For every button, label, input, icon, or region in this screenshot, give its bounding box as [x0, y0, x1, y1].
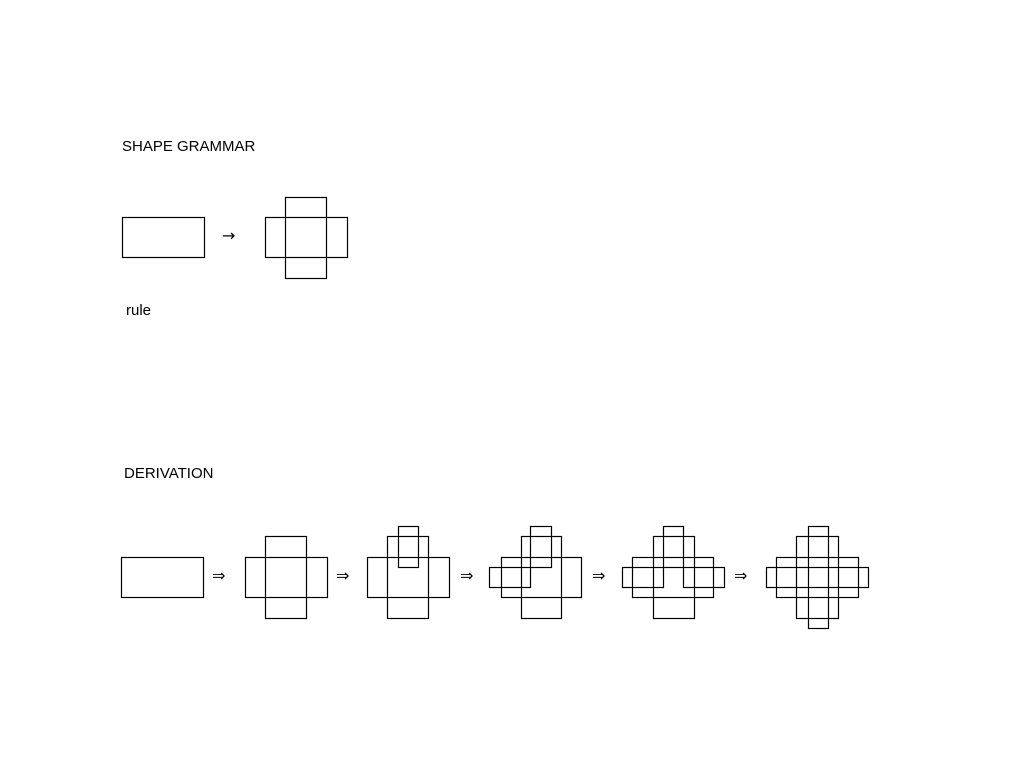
rectangle	[775, 556, 860, 599]
derivation-arrow-icon: ⇒	[212, 566, 225, 585]
rule-arrow-icon: →	[222, 226, 235, 245]
rectangle	[244, 556, 329, 599]
shape-grammar-title: SHAPE GRAMMAR	[122, 138, 256, 155]
derivation-step-6	[765, 525, 870, 630]
rectangle	[488, 566, 532, 589]
rectangle	[264, 216, 349, 259]
rectangle	[121, 216, 206, 259]
rectangle	[500, 556, 583, 599]
derivation-step-5	[621, 525, 726, 620]
rectangle	[765, 566, 870, 589]
rectangle	[264, 535, 308, 620]
rectangle	[621, 566, 665, 589]
rectangle	[662, 525, 685, 569]
rule-left-shape	[121, 216, 206, 259]
rectangle	[386, 535, 430, 620]
rectangle	[397, 525, 420, 569]
derivation-step-1	[120, 556, 205, 599]
rectangle	[807, 525, 830, 630]
derivation-step-2	[244, 535, 329, 620]
rectangle	[652, 535, 696, 620]
rule-caption: rule	[126, 302, 152, 319]
rectangle	[520, 535, 563, 620]
rectangle	[795, 535, 840, 620]
rule-right-shape	[264, 196, 349, 280]
derivation-arrow-icon: ⇒	[592, 566, 605, 585]
rectangle	[120, 556, 205, 599]
rectangle	[529, 525, 553, 569]
derivation-arrow-icon: ⇒	[734, 566, 747, 585]
rectangle	[284, 196, 328, 280]
derivation-arrow-icon: ⇒	[336, 566, 349, 585]
derivation-title: DERIVATION	[124, 465, 214, 482]
rectangle	[631, 556, 715, 599]
rectangle	[366, 556, 451, 599]
derivation-step-4	[488, 525, 583, 620]
derivation-arrow-icon: ⇒	[460, 566, 473, 585]
derivation-step-3	[366, 525, 451, 620]
rectangle	[682, 566, 726, 589]
